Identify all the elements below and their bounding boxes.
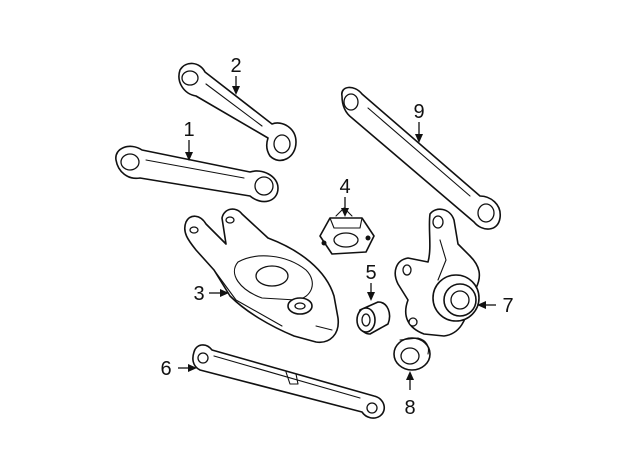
callout-8: 8 bbox=[404, 397, 415, 419]
callout-1: 1 bbox=[183, 119, 194, 141]
callout-9: 9 bbox=[413, 101, 424, 123]
callout-3: 3 bbox=[193, 283, 204, 305]
part-4-mount[interactable] bbox=[319, 207, 375, 255]
part-8-bushing[interactable] bbox=[393, 337, 431, 371]
callout-4: 4 bbox=[339, 176, 350, 198]
callout-6: 6 bbox=[160, 358, 171, 380]
callout-5: 5 bbox=[365, 262, 376, 284]
callout-leader-3 bbox=[209, 289, 229, 297]
callout-leader-2 bbox=[232, 76, 240, 95]
part-9-trailing-arm[interactable] bbox=[341, 86, 501, 230]
callout-leader-5 bbox=[367, 283, 375, 301]
part-7-knuckle[interactable] bbox=[394, 208, 481, 337]
part-1-lower-arm[interactable] bbox=[115, 145, 279, 203]
callout-2: 2 bbox=[230, 55, 241, 77]
callout-7: 7 bbox=[502, 295, 513, 317]
part-5-bushing[interactable] bbox=[356, 301, 391, 335]
part-6-toe-link[interactable] bbox=[192, 344, 386, 419]
callout-leader-7 bbox=[477, 301, 496, 309]
callout-leader-9 bbox=[415, 122, 423, 143]
callout-leader-8 bbox=[406, 371, 414, 390]
callout-leader-6 bbox=[178, 364, 197, 372]
part-2-upper-arm[interactable] bbox=[178, 62, 297, 162]
callout-leader-1 bbox=[185, 140, 193, 161]
callout-leader-4 bbox=[341, 197, 349, 217]
part-3-lower-control-arm[interactable] bbox=[183, 208, 340, 343]
